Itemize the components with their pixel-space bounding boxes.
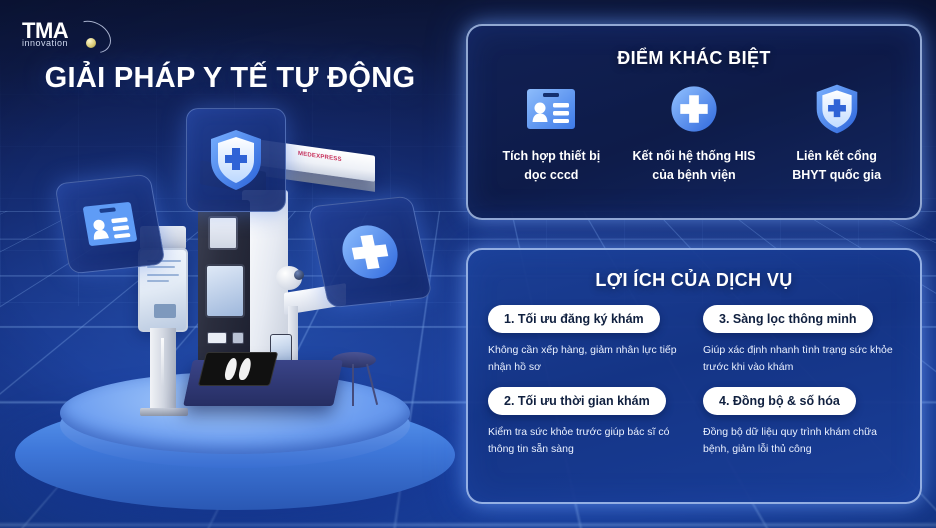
benefit-pill-1[interactable]: 1. Tối ưu đăng ký khám xyxy=(488,305,660,333)
footprint-icon xyxy=(223,358,239,380)
difference-label-1: Tích hợp thiết bị dọc cccd xyxy=(502,147,600,186)
difference-label-1-line2: dọc cccd xyxy=(524,168,579,183)
differences-row: Tích hợp thiết bị dọc cccd Kết nối hệ th xyxy=(468,83,920,186)
benefit-desc-4: Đồng bộ dữ liệu quy trình khám chữa bệnh… xyxy=(703,425,877,455)
benefit-item-1: 1. Tối ưu đăng ký khám Không cần xếp hàn… xyxy=(488,305,685,377)
benefit-desc-3: Giúp xác định nhanh tình trạng sức khỏe … xyxy=(703,344,893,374)
panel-service-benefits: LỢI ÍCH CỦA DỊCH VỤ 1. Tối ưu đăng ký kh… xyxy=(466,248,922,504)
panel-differences-title: ĐIỂM KHÁC BIỆT xyxy=(617,48,771,68)
logo-globe-icon xyxy=(86,38,96,48)
panel-key-differences: ĐIỂM KHÁC BIỆT xyxy=(466,24,922,220)
id-card-icon xyxy=(527,89,576,129)
foot-scale-pad xyxy=(197,352,279,386)
benefit-desc-1: Không cần xếp hàng, giảm nhân lực tiếp n… xyxy=(488,344,677,374)
floating-card-id-badge xyxy=(54,173,166,275)
kiosk-desk-leg xyxy=(288,306,298,378)
stool-leg xyxy=(352,364,354,406)
benefit-pill-4[interactable]: 4. Đồng bộ & số hóa xyxy=(703,386,856,415)
kiosk-dispenser-slot xyxy=(208,216,238,250)
floating-card-medical-cross xyxy=(307,195,433,309)
difference-item-3: Liên kết cổng BHYT quốc gia xyxy=(767,83,907,186)
difference-label-3-line1: Liên kết cổng xyxy=(796,149,877,163)
benefit-item-3: 3. Sàng lọc thông minh Giúp xác định nha… xyxy=(703,305,900,377)
difference-label-3: Liên kết cổng BHYT quốc gia xyxy=(792,147,881,186)
benefit-pill-3[interactable]: 3. Sàng lọc thông minh xyxy=(703,305,873,333)
tma-logo: TMA innovation xyxy=(22,14,117,60)
difference-icon-wrap-1 xyxy=(525,83,577,135)
difference-label-2-line1: Kết nối hệ thống HIS xyxy=(632,149,756,163)
difference-label-2: Kết nối hệ thống HIS của bệnh viện xyxy=(633,147,756,186)
circle-cross-icon xyxy=(671,86,717,132)
measurement-device-lens-icon xyxy=(294,270,304,280)
secondary-kiosk-foot xyxy=(140,408,188,416)
shield-cross-icon xyxy=(816,84,857,134)
difference-label-2-line2: của bệnh viện xyxy=(652,168,736,183)
floating-card-shield xyxy=(186,108,286,212)
benefits-grid: 1. Tối ưu đăng ký khám Không cần xếp hàn… xyxy=(468,291,920,458)
benefit-desc-2: Kiểm tra sức khỏe trước giúp bác sĩ có t… xyxy=(488,425,670,455)
shield-cross-icon xyxy=(211,130,261,190)
panel-benefits-title: LỢI ÍCH CỦA DỊCH VỤ xyxy=(595,270,793,290)
benefit-pill-2[interactable]: 2. Tối ưu thời gian khám xyxy=(488,386,666,415)
difference-icon-wrap-2 xyxy=(669,83,719,135)
footprint-icon xyxy=(237,358,253,380)
kiosk-card-slot xyxy=(207,332,227,344)
difference-item-2: Kết nối hệ thống HIS của bệnh viện xyxy=(624,83,764,186)
benefit-item-4: 4. Đồng bộ & số hóa Đồng bộ dữ liệu quy … xyxy=(703,386,900,459)
page-title: GIẢI PHÁP Y TẾ TỰ ĐỘNG xyxy=(44,62,416,94)
kiosk-main-screen xyxy=(205,264,245,318)
logo-sub-text: innovation xyxy=(22,38,69,48)
secondary-kiosk-column xyxy=(150,328,176,412)
secondary-kiosk-button xyxy=(154,304,176,318)
difference-item-1: Tích hợp thiết bị dọc cccd xyxy=(481,83,621,186)
stool-seat xyxy=(332,352,376,368)
benefit-item-2: 2. Tối ưu thời gian khám Kiểm tra sức kh… xyxy=(488,386,685,459)
logo-main-text: TMA xyxy=(22,18,69,43)
difference-icon-wrap-3 xyxy=(813,83,861,135)
difference-label-3-line2: BHYT quốc gia xyxy=(792,168,882,183)
circle-cross-icon xyxy=(342,225,398,279)
difference-label-1-line1: Tích hợp thiết bị xyxy=(502,149,601,163)
id-card-icon xyxy=(83,202,137,246)
kiosk-printer-slot xyxy=(232,332,244,344)
